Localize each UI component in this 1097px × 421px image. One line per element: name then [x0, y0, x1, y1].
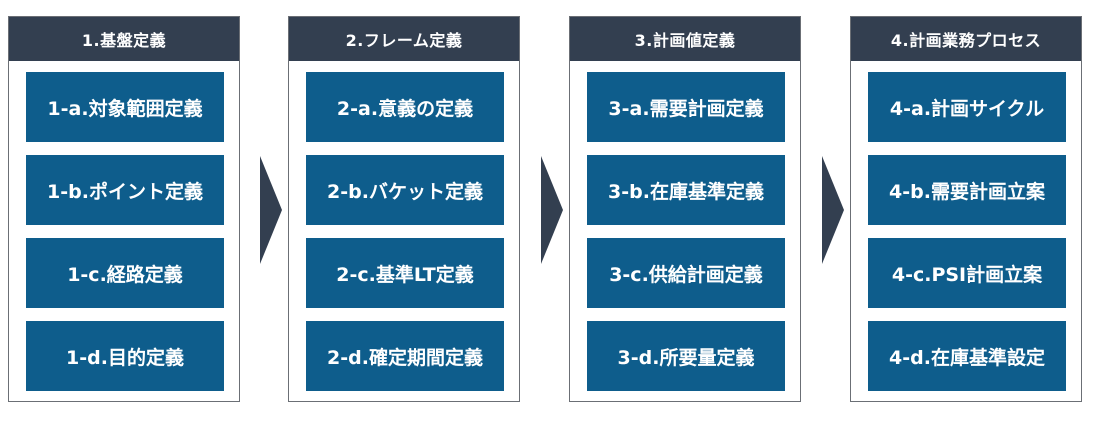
phase-header-3: 3.計画値定義 — [570, 17, 800, 61]
phase-column-4: 4.計画業務プロセス 4-a.計画サイクル 4-b.需要計画立案 4-c.PSI… — [850, 16, 1082, 402]
flow-arrow-1 — [260, 156, 282, 264]
step-box-2c[interactable]: 2-c.基準LT定義 — [306, 238, 504, 308]
step-box-2a[interactable]: 2-a.意義の定義 — [306, 72, 504, 142]
step-box-3d[interactable]: 3-d.所要量定義 — [587, 321, 785, 391]
step-box-1b[interactable]: 1-b.ポイント定義 — [26, 155, 224, 225]
phase-header-4: 4.計画業務プロセス — [851, 17, 1081, 61]
phase-column-2: 2.フレーム定義 2-a.意義の定義 2-b.バケット定義 2-c.基準LT定義… — [288, 16, 520, 402]
flow-arrow-3 — [822, 156, 844, 264]
step-box-3b[interactable]: 3-b.在庫基準定義 — [587, 155, 785, 225]
step-box-4b[interactable]: 4-b.需要計画立案 — [868, 155, 1066, 225]
phase-header-1: 1.基盤定義 — [9, 17, 239, 61]
step-box-1d[interactable]: 1-d.目的定義 — [26, 321, 224, 391]
step-box-2d[interactable]: 2-d.確定期間定義 — [306, 321, 504, 391]
step-box-3a[interactable]: 3-a.需要計画定義 — [587, 72, 785, 142]
step-box-2b[interactable]: 2-b.バケット定義 — [306, 155, 504, 225]
phase-column-3: 3.計画値定義 3-a.需要計画定義 3-b.在庫基準定義 3-c.供給計画定義… — [569, 16, 801, 402]
step-box-4a[interactable]: 4-a.計画サイクル — [868, 72, 1066, 142]
step-box-4c[interactable]: 4-c.PSI計画立案 — [868, 238, 1066, 308]
step-box-1c[interactable]: 1-c.経路定義 — [26, 238, 224, 308]
step-box-3c[interactable]: 3-c.供給計画定義 — [587, 238, 785, 308]
phase-column-1: 1.基盤定義 1-a.対象範囲定義 1-b.ポイント定義 1-c.経路定義 1-… — [8, 16, 240, 402]
flow-arrow-2 — [541, 156, 563, 264]
phase-header-2: 2.フレーム定義 — [289, 17, 519, 61]
step-box-4d[interactable]: 4-d.在庫基準設定 — [868, 321, 1066, 391]
step-box-1a[interactable]: 1-a.対象範囲定義 — [26, 72, 224, 142]
